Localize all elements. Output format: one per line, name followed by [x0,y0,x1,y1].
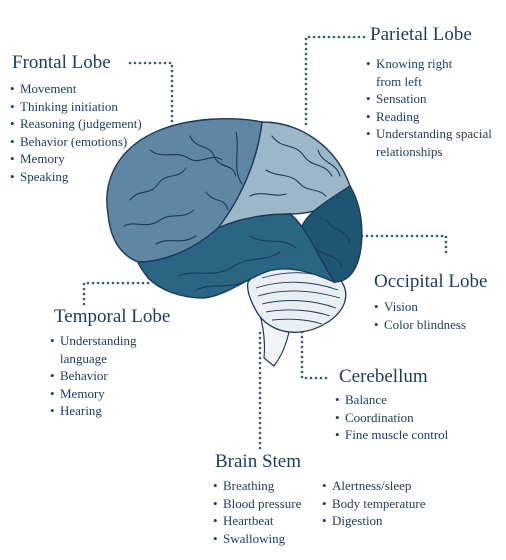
function-item: Thinking initiation [10,98,142,116]
function-item: Speaking [10,168,142,186]
function-item: Reasoning (judgement) [10,115,142,133]
occipital-lobe-title: Occipital Lobe [374,271,488,292]
occipital-lobe-functions: Vision Color blindness [374,298,466,333]
function-item: Balance [335,391,448,409]
temporal-lobe-shape [137,213,336,299]
function-item: Memory [10,150,142,168]
function-item: Knowing right from left [366,55,466,90]
brain-stem-functions-col2: Alertness/sleep Body temperature Digesti… [322,477,426,530]
cerebellum-leader [300,310,328,380]
parietal-lobe-title: Parietal Lobe [370,24,472,45]
function-item: Color blindness [374,316,466,334]
function-item: Movement [10,80,142,98]
function-item: Swallowing [213,530,301,548]
frontal-lobe-functions: Movement Thinking initiation Reasoning (… [10,80,142,185]
function-item: Behavior (emotions) [10,133,142,151]
function-item: Alertness/sleep [322,477,426,495]
brain-stem-functions-col1: Breathing Blood pressure Heartbeat Swall… [213,477,301,547]
temporal-lobe-functions: Understanding language Behavior Memory H… [50,332,170,420]
frontal-lobe-title: Frontal Lobe [12,52,111,73]
function-item: Blood pressure [213,495,301,513]
function-item: Vision [374,298,466,316]
function-item: Breathing [213,477,301,495]
occipital-leader [350,234,448,258]
function-item: Sensation [366,90,501,108]
temporal-leader [82,281,152,306]
brain-stem-title: Brain Stem [215,451,302,472]
brain-folds [123,131,351,291]
parietal-leader [304,35,366,130]
frontal-leader [128,61,174,154]
function-item: Behavior [50,367,170,385]
parietal-lobe-functions: Knowing right from left Sensation Readin… [366,55,501,160]
function-item: Memory [50,385,170,403]
function-item: Body temperature [322,495,426,513]
function-item: Fine muscle control [335,426,448,444]
function-item: Digestion [322,512,426,530]
function-item: Heartbeat [213,512,301,530]
function-item: Understanding spacial relationships [366,125,506,160]
function-item: Hearing [50,402,170,420]
temporal-lobe-title: Temporal Lobe [54,306,171,327]
function-item: Understanding language [50,332,170,367]
cerebellum-functions: Balance Coordination Fine muscle control [335,391,448,444]
function-item: Coordination [335,409,448,427]
function-item: Reading [366,108,501,126]
leader-lines [82,35,448,450]
cerebellum-title: Cerebellum [339,366,428,387]
